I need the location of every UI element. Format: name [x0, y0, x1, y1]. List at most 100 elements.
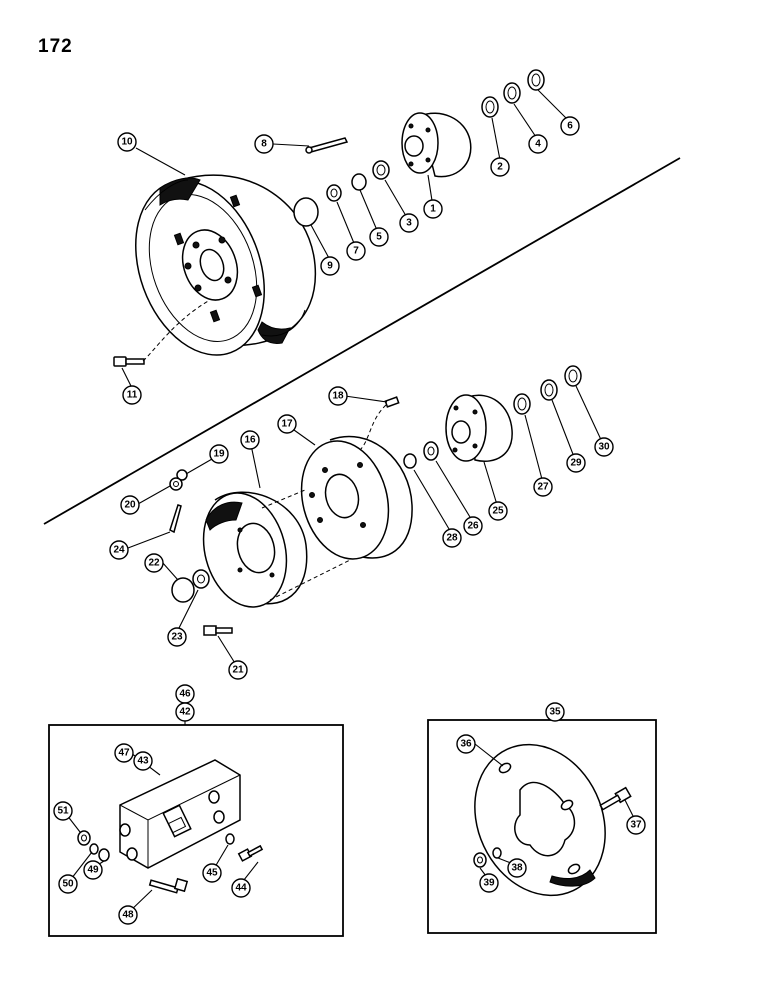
weight-box-frame [48, 724, 344, 937]
hex-nut [169, 477, 183, 491]
callout-45: 45 [202, 863, 222, 883]
callout-51: 51 [53, 801, 73, 821]
svg-text:27: 27 [537, 482, 549, 493]
rim-bolt [203, 625, 233, 636]
callout-49: 49 [83, 860, 103, 880]
callout-3: 3 [399, 213, 419, 233]
bearing-roller-lower [540, 379, 558, 401]
callout-39: 39 [479, 873, 499, 893]
weight-flat-washer [98, 848, 110, 862]
bearing-cup-lower [513, 393, 531, 415]
svg-text:20: 20 [124, 500, 136, 511]
wheel-bolt [113, 299, 211, 367]
svg-text:28: 28 [446, 533, 458, 544]
callout-28: 28 [442, 528, 462, 548]
svg-text:6: 6 [567, 121, 573, 132]
svg-text:48: 48 [122, 910, 134, 921]
svg-text:4: 4 [535, 139, 541, 150]
callout-2: 2 [490, 157, 510, 177]
cotter-pin-lower [169, 504, 182, 534]
callout-22: 22 [144, 553, 164, 573]
washer-lower [403, 453, 417, 469]
callout-50: 50 [58, 874, 78, 894]
svg-text:36: 36 [460, 739, 472, 750]
callout-46: 46 [175, 684, 195, 704]
callouts: 1 2 3 4 5 6 7 8 9 10 11 16 17 18 19 20 2… [53, 116, 646, 925]
page-number: 172 [38, 36, 73, 57]
disc-weight-bolt [599, 786, 632, 811]
svg-text:5: 5 [376, 232, 382, 243]
disc-weight [474, 743, 606, 897]
callout-5: 5 [369, 227, 389, 247]
svg-text:22: 22 [148, 558, 160, 569]
callout-17: 17 [277, 414, 297, 434]
disc-weight-nut [473, 852, 487, 868]
svg-text:45: 45 [206, 868, 218, 879]
svg-text:37: 37 [630, 820, 642, 831]
svg-text:19: 19 [213, 449, 225, 460]
callout-44: 44 [231, 878, 251, 898]
callout-23: 23 [167, 627, 187, 647]
callout-11: 11 [122, 385, 142, 405]
callout-20: 20 [120, 495, 140, 515]
callout-30: 30 [594, 437, 614, 457]
svg-text:46: 46 [179, 689, 191, 700]
svg-text:47: 47 [118, 748, 130, 759]
callout-16: 16 [240, 430, 260, 450]
callout-47: 47 [114, 743, 134, 763]
castle-nut-lower [192, 569, 210, 589]
cotter-pin [305, 137, 349, 154]
callout-4: 4 [528, 134, 548, 154]
callout-38: 38 [507, 858, 527, 878]
callout-43: 43 [133, 751, 153, 771]
wheel-disc [300, 435, 413, 560]
separator-line [43, 157, 681, 525]
grease-seal-lower [564, 365, 582, 387]
bearing-cone [372, 160, 390, 180]
svg-text:29: 29 [570, 458, 582, 469]
svg-text:17: 17 [281, 419, 293, 430]
callout-26: 26 [463, 516, 483, 536]
castle-nut [326, 184, 342, 202]
callout-9: 9 [320, 256, 340, 276]
grease-seal [527, 69, 545, 91]
svg-text:23: 23 [171, 632, 183, 643]
callout-18: 18 [328, 386, 348, 406]
weight-bolt-long [148, 877, 189, 894]
disc-weight-box-frame [427, 719, 657, 934]
callout-36: 36 [456, 734, 476, 754]
callout-37: 37 [626, 815, 646, 835]
svg-text:39: 39 [483, 878, 495, 889]
svg-text:38: 38 [511, 863, 523, 874]
callout-24: 24 [109, 540, 129, 560]
svg-text:30: 30 [598, 442, 610, 453]
svg-text:49: 49 [87, 865, 99, 876]
disc-weight-washer [492, 847, 502, 859]
washer [351, 173, 367, 191]
bearing-cup [481, 96, 499, 118]
svg-text:43: 43 [137, 756, 149, 767]
callout-7: 7 [346, 241, 366, 261]
callout-6: 6 [560, 116, 580, 136]
svg-text:44: 44 [235, 883, 247, 894]
callout-42: 42 [175, 702, 195, 722]
svg-text:25: 25 [492, 506, 504, 517]
callout-21: 21 [228, 660, 248, 680]
weight-lock-washer [89, 843, 99, 855]
svg-text:11: 11 [127, 390, 138, 401]
callout-1: 1 [423, 199, 443, 219]
weight-bolt-short [237, 844, 264, 862]
wheel-weight [119, 759, 241, 869]
svg-text:42: 42 [179, 707, 191, 718]
callout-48: 48 [118, 905, 138, 925]
svg-text:10: 10 [121, 137, 133, 148]
lower-wheel-assembly [169, 365, 582, 636]
callout-19: 19 [209, 444, 229, 464]
svg-text:24: 24 [113, 545, 125, 556]
svg-text:35: 35 [549, 707, 561, 718]
callout-35: 35 [545, 702, 565, 722]
callout-27: 27 [533, 477, 553, 497]
svg-text:21: 21 [232, 665, 244, 676]
svg-text:2: 2 [497, 162, 503, 173]
